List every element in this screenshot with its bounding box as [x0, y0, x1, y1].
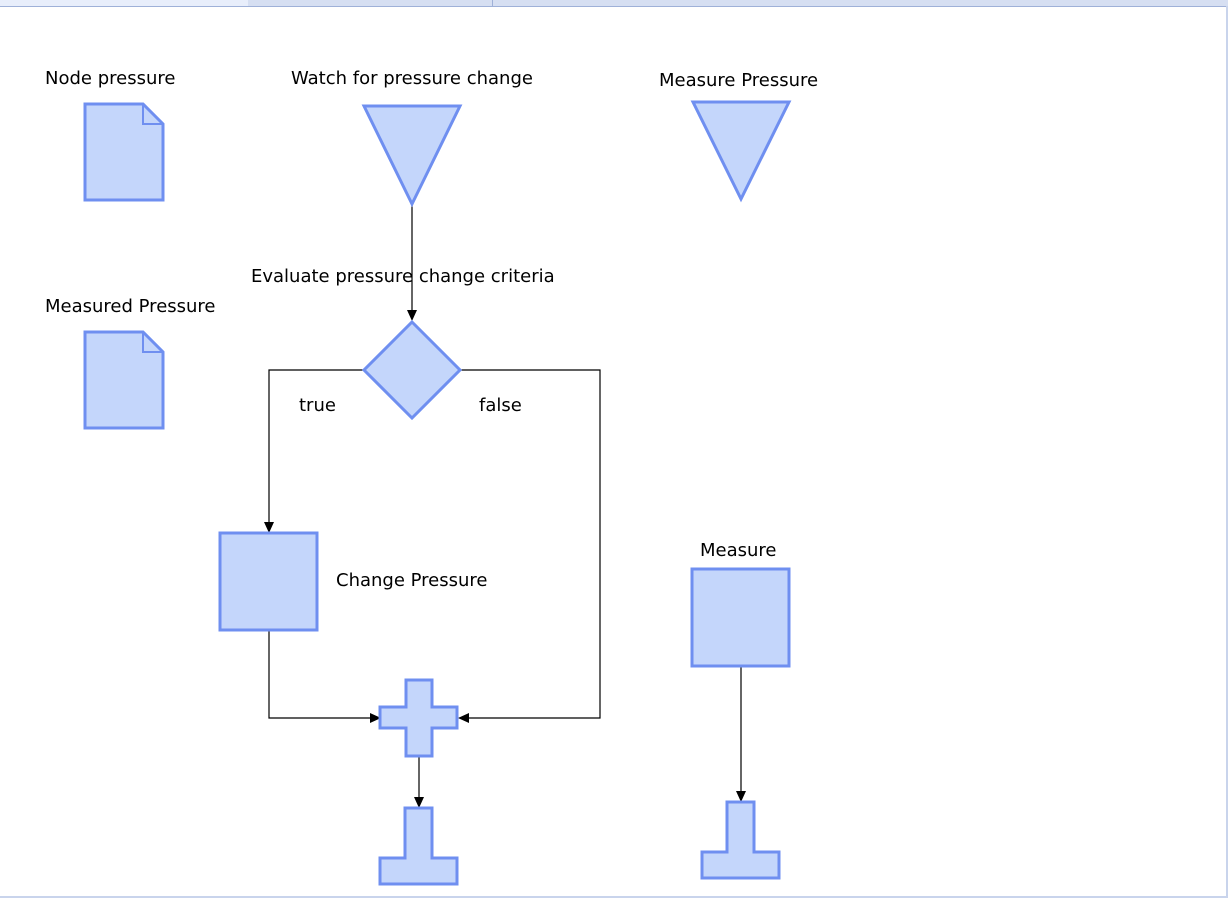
document-fold: [142, 332, 163, 353]
canvas-right-border: [1226, 6, 1228, 898]
tab-active[interactable]: [0, 0, 248, 6]
label-node-pressure: Node pressure: [45, 68, 175, 89]
merge-plus-node[interactable]: [378, 678, 459, 758]
label-watch-for-pressure-change: Watch for pressure change: [291, 68, 533, 89]
label-true-branch: true: [299, 395, 336, 416]
evaluate-criteria-diamond[interactable]: [361, 319, 463, 421]
label-measure: Measure: [700, 540, 777, 561]
label-evaluate-criteria: Evaluate pressure change criteria: [251, 266, 555, 287]
label-measure-pressure: Measure Pressure: [659, 70, 818, 91]
tab-divider: [492, 0, 493, 6]
tab-strip: [0, 0, 1228, 7]
edges: [264, 204, 746, 808]
arrowhead: [458, 713, 469, 723]
watch-pressure-change-triangle[interactable]: [361, 104, 463, 208]
end-node-measure[interactable]: [700, 800, 781, 880]
node-pressure-document-icon[interactable]: [83, 102, 165, 202]
arrowhead: [264, 522, 274, 533]
end-node[interactable]: [378, 806, 459, 886]
measured-pressure-document-icon[interactable]: [83, 330, 165, 430]
arrowhead: [414, 797, 424, 808]
label-false-branch: false: [479, 395, 522, 416]
arrowhead: [407, 310, 417, 321]
edge-false-to-merge: [460, 369, 601, 719]
measure-action[interactable]: [690, 567, 791, 668]
edge-true-to-change: [268, 369, 364, 522]
label-measured-pressure: Measured Pressure: [45, 296, 216, 317]
arrowhead: [370, 713, 381, 723]
label-change-pressure: Change Pressure: [336, 570, 488, 591]
arrowhead: [736, 791, 746, 802]
change-pressure-action[interactable]: [218, 531, 319, 632]
edge-change-to-merge: [268, 630, 370, 719]
measure-pressure-triangle[interactable]: [690, 100, 792, 203]
canvas-bottom-border: [0, 896, 1228, 898]
document-fold: [142, 104, 163, 125]
